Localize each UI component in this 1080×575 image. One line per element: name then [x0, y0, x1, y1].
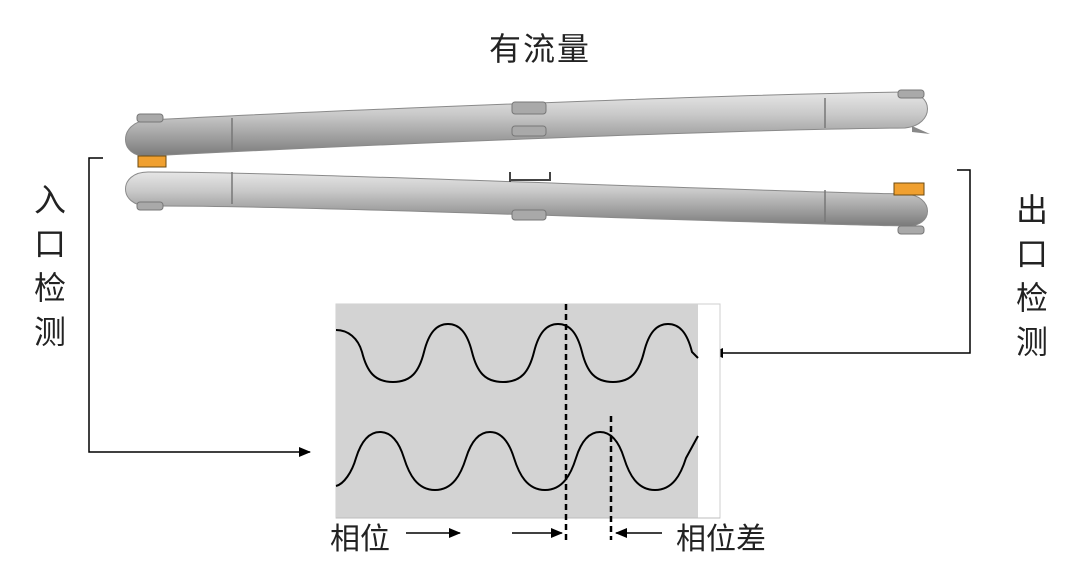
- lower-flow-tube: [125, 171, 928, 235]
- outlet-char-1: 出: [1015, 191, 1048, 229]
- outlet-char-2: 口: [1015, 235, 1048, 273]
- upper-flow-tube: [125, 89, 930, 157]
- inlet-char-1: 入: [33, 181, 66, 219]
- outlet-char-3: 检: [1015, 279, 1048, 317]
- inlet-char-4: 测: [33, 313, 66, 351]
- inlet-bracket: [88, 157, 311, 457]
- phase-label: 相位: [330, 522, 390, 557]
- outlet-waveform: [335, 322, 699, 384]
- outlet-bracket: [711, 169, 971, 358]
- outlet-detection-label: 出 口 检 测: [1012, 188, 1052, 364]
- inlet-char-3: 检: [33, 269, 66, 307]
- outlet-sensor: [893, 182, 925, 196]
- inlet-sensor: [137, 155, 167, 168]
- diagram-title: 有流量: [488, 30, 591, 68]
- inlet-char-2: 口: [33, 225, 66, 263]
- outlet-char-4: 测: [1015, 323, 1048, 361]
- waveform-panel: [336, 304, 698, 518]
- inlet-waveform: [335, 430, 699, 492]
- inlet-detection-label: 入 口 检 测: [30, 178, 70, 354]
- phase-difference-label: 相位差: [676, 522, 766, 557]
